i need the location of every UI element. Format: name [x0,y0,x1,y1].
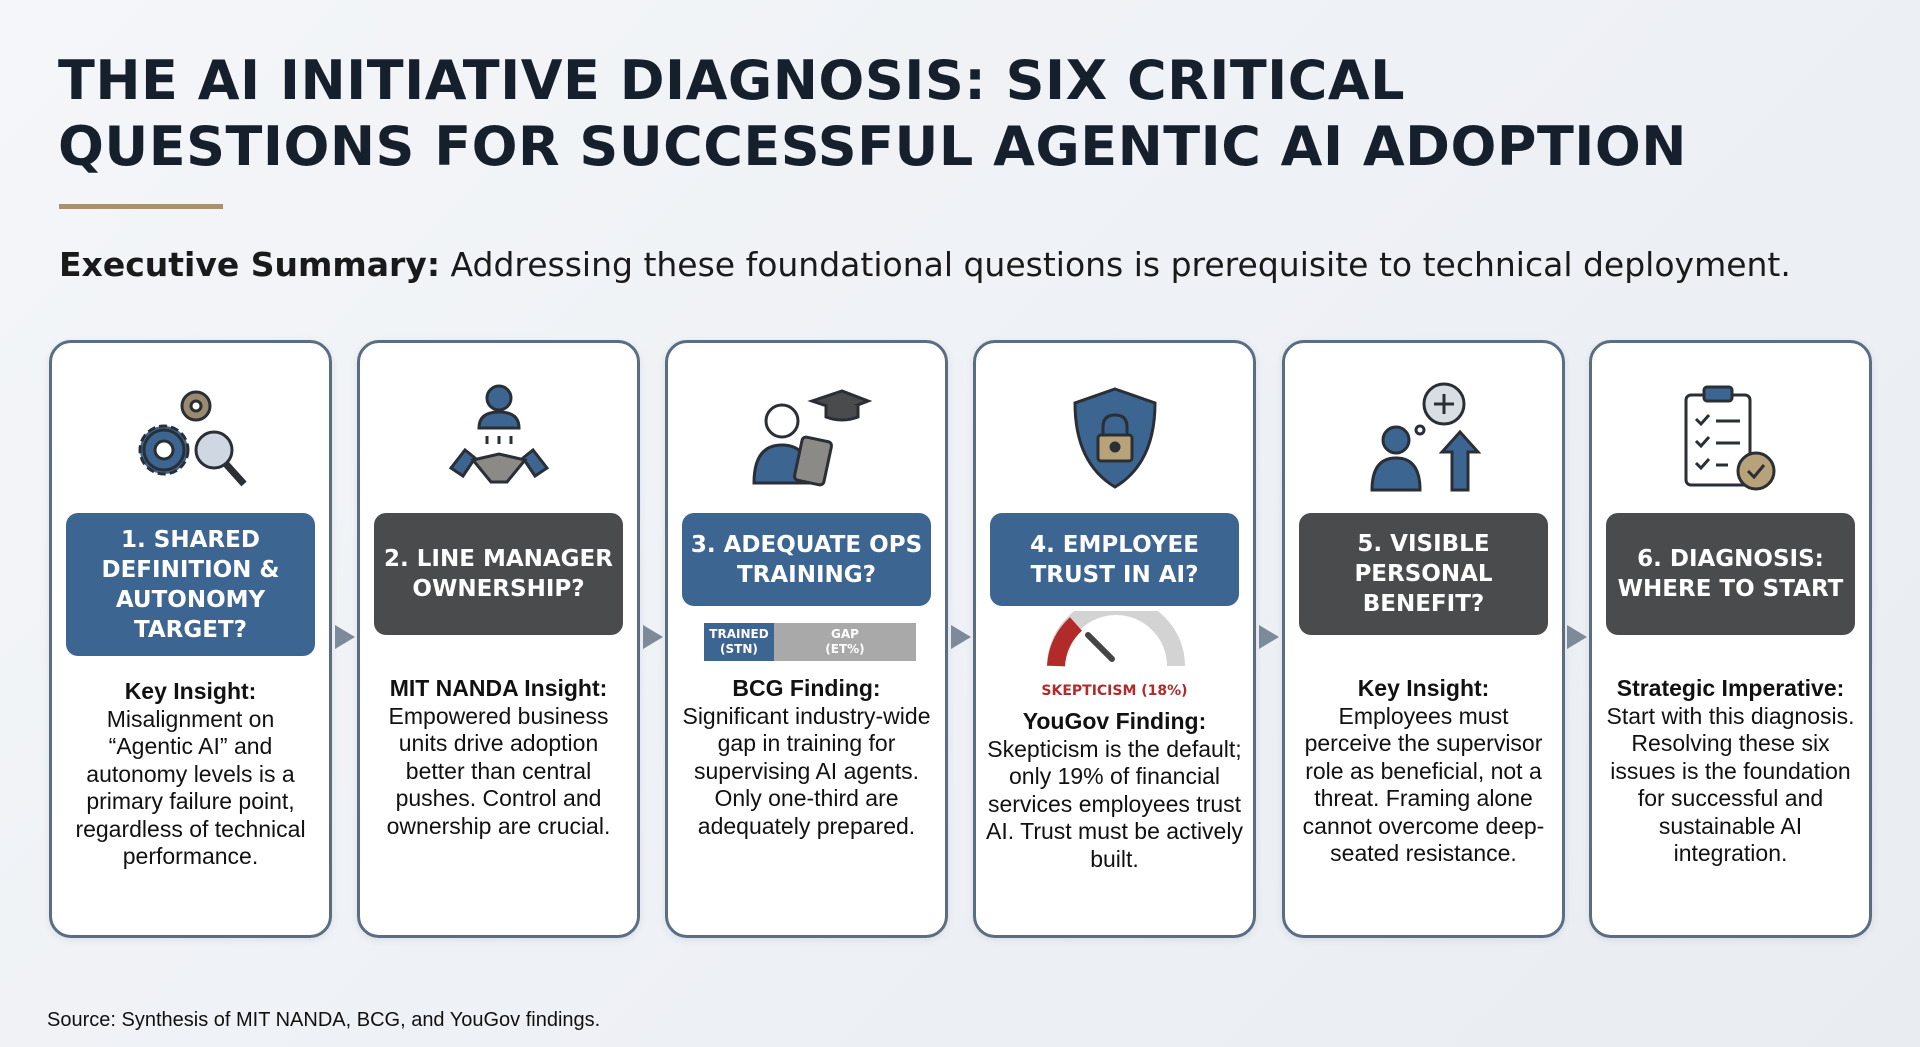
card-employee-trust: 4. EMPLOYEE TRUST IN AI? SKEPTICISM (18%… [973,340,1256,938]
card-header: 1. SHARED DEFINITION & AUTONOMY TARGET? [66,513,315,656]
arrow-icon [1259,625,1279,649]
person-tablet-graduation-icon [668,373,945,503]
card-heading: Key Insight: [1357,675,1490,701]
card-ops-training: 3. ADEQUATE OPS TRAINING? TRAINED(STN) G… [665,340,948,938]
source-note: Source: Synthesis of MIT NANDA, BCG, and… [47,1009,601,1031]
card-heading: Key Insight: [124,678,257,704]
skepticism-gauge [1046,597,1186,671]
card-diagnosis: 6. DIAGNOSIS: WHERE TO START Strategic I… [1589,340,1872,938]
card-text: Misalignment on “Agentic AI” and autonom… [75,705,306,870]
card-header: 5. VISIBLE PERSONAL BENEFIT? [1299,513,1548,635]
card-personal-benefit: 5. VISIBLE PERSONAL BENEFIT? Key Insight… [1282,340,1565,938]
arrow-icon [951,625,971,649]
arrow-icon [643,625,663,649]
card-text: Employees must perceive the supervisor r… [1302,702,1545,867]
gauge-label: SKEPTICISM (18%) [1041,683,1188,699]
card-heading: MIT NANDA Insight: [389,675,608,701]
card-text: Empowered business units drive adoption … [386,702,611,839]
card-line-manager: 2. LINE MANAGER OWNERSHIP? MIT NANDA Ins… [357,340,640,938]
arrow-icon [335,625,355,649]
person-idea-arrow-icon [1285,373,1562,503]
checklist-icon [1592,373,1869,503]
card-header: 2. LINE MANAGER OWNERSHIP? [374,513,623,635]
title-accent-line [59,204,223,209]
executive-summary: Executive Summary: Addressing these foun… [59,245,1791,284]
card-header: 6. DIAGNOSIS: WHERE TO START [1606,513,1855,635]
card-text: Skepticism is the default; only 19% of f… [986,735,1243,872]
gears-magnifier-icon [52,373,329,503]
trained-segment: TRAINED(STN) [704,623,774,661]
card-header: 4. EMPLOYEE TRUST IN AI? [990,513,1239,606]
manager-handshake-icon [360,373,637,503]
card-heading: YouGov Finding: [1022,708,1207,734]
card-text: Significant industry-wide gap in trainin… [682,702,931,839]
card-heading: Strategic Imperative: [1616,675,1845,701]
card-shared-definition: 1. SHARED DEFINITION & AUTONOMY TARGET? … [49,340,332,938]
card-text: Start with this diagnosis. Resolving the… [1606,702,1855,867]
arrow-icon [1567,625,1587,649]
training-gap-bar: TRAINED(STN) GAP(ET%) [704,623,916,661]
card-header: 3. ADEQUATE OPS TRAINING? [682,513,931,606]
page-title: THE AI INITIATIVE DIAGNOSIS: SIX CRITICA… [58,49,1687,178]
shield-lock-icon [976,373,1253,503]
gap-segment: GAP(ET%) [773,623,916,661]
card-heading: BCG Finding: [732,675,881,701]
